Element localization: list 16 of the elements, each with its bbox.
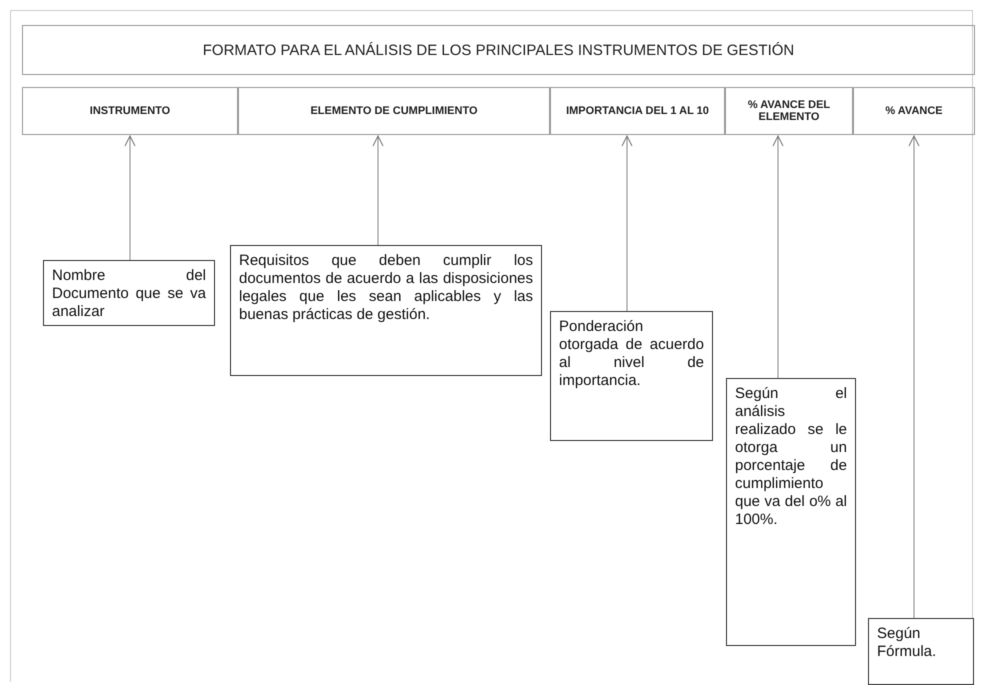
title-box: FORMATO PARA EL ANÁLISIS DE LOS PRINCIPALES INSTRUMENTOS DE GESTIÓN [22, 25, 975, 75]
arrow [772, 136, 784, 378]
description-box: Ponderación otorgada de acuerdo al nivel de importancia. [550, 311, 713, 441]
arrow [124, 136, 136, 260]
arrow [372, 136, 384, 246]
description-box: Según Fórmula. [868, 618, 974, 685]
column-header: % AVANCE [853, 87, 975, 135]
description-box: Según el análisis realizado se le otorga un porcentaje de cumplimiento que va del o% al 100%. [726, 378, 856, 646]
column-header: % AVANCE DEL ELEMENTO [725, 87, 853, 135]
column-header: INSTRUMENTO [22, 87, 238, 135]
description-box: Requisitos que deben cumplir los documentos de acuerdo a las disposiciones legales que les sean aplicables y las buenas prácticas de gestión. [230, 245, 542, 376]
arrow [908, 136, 920, 618]
column-header: IMPORTANCIA DEL 1 AL 10 [550, 87, 725, 135]
description-box: Nombre del Documento que se va analizar [43, 260, 215, 326]
arrow [622, 136, 632, 312]
column-header: ELEMENTO DE CUMPLIMIENTO [238, 87, 550, 135]
